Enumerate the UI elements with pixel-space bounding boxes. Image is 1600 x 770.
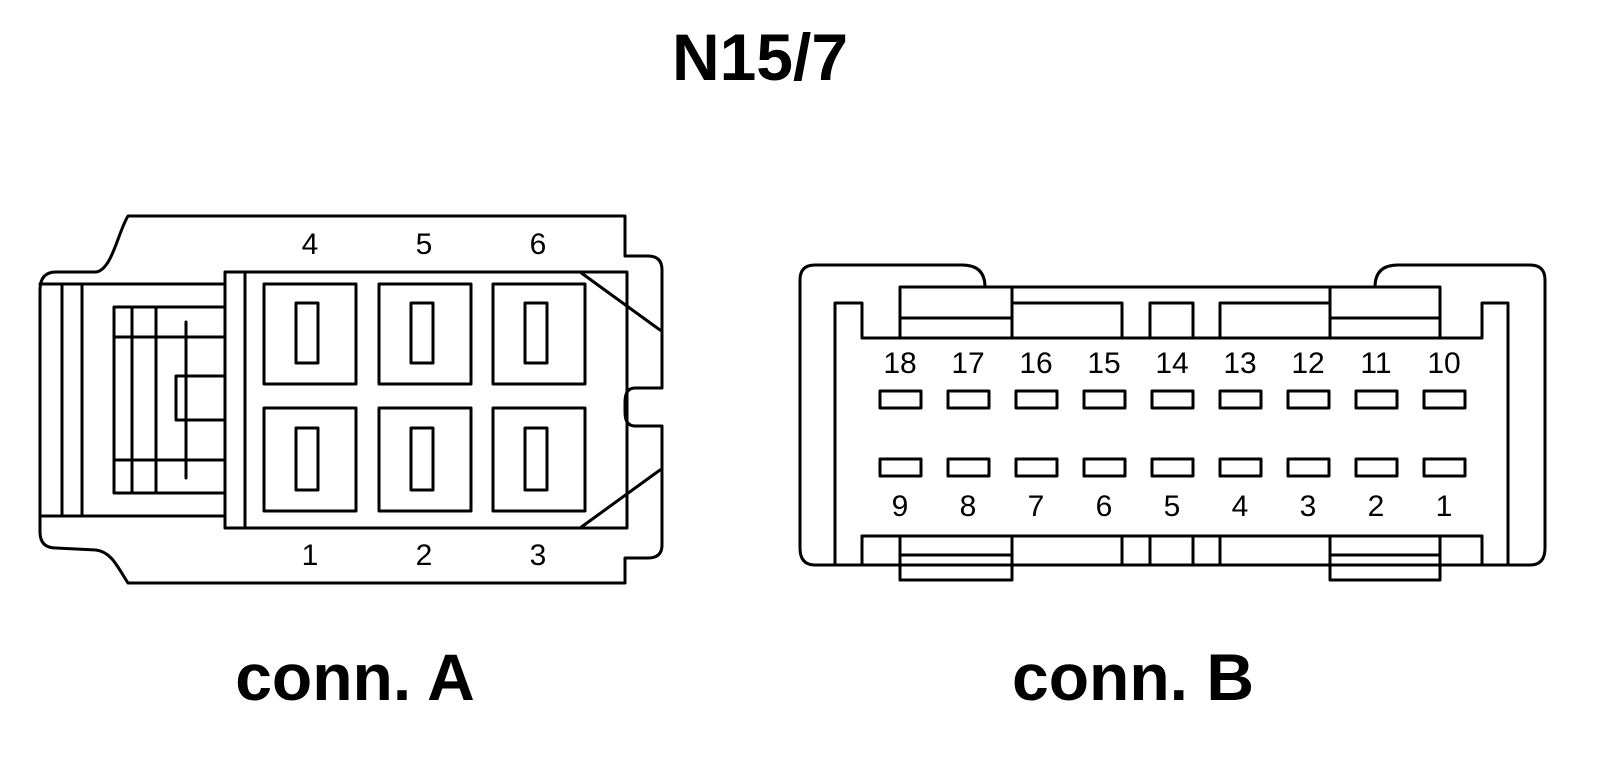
slot-b-2 [1354,457,1399,478]
slot-b-12 [1286,389,1331,410]
pin-label-b-10: 10 [1427,347,1460,380]
pin-label-b-11: 11 [1360,347,1391,380]
pin-label-b-7: 7 [1028,490,1045,523]
pin-label-b-5: 5 [1164,490,1181,523]
cavity-a-4 [262,282,358,386]
connector-b-inner-frame [833,301,1510,567]
connector-a-latch [112,305,227,495]
slot-b-4 [1218,457,1263,478]
slot-b-6 [1082,457,1127,478]
connector-b-key-top-right [1328,285,1442,340]
slot-b-5 [1150,457,1195,478]
slot-b-15 [1082,389,1127,410]
connector-b-caption: conn. B [1012,640,1254,714]
pin-label-b-6: 6 [1096,490,1113,523]
connector-a: 4 5 6 1 2 3 [38,214,664,585]
connector-a-chamfer-bottom [578,468,662,530]
slot-b-1 [1422,457,1467,478]
pin-label-b-18: 18 [883,347,916,380]
slot-b-10 [1422,389,1467,410]
cavity-a-2-slot [409,426,435,492]
slot-b-3 [1286,457,1331,478]
pin-label-b-4: 4 [1232,490,1249,523]
pin-label-a-1: 1 [302,539,319,572]
pin-label-b-17: 17 [951,347,984,380]
connector-a-chamfer-top [578,270,662,332]
pin-label-b-1: 1 [1436,490,1453,523]
connector-b-key-bottom-left [898,534,1014,582]
connector-a-cavities [262,282,587,513]
connector-a-housing [38,214,664,585]
cavity-a-3 [491,406,587,513]
cavity-a-3-slot [523,426,549,492]
cavity-a-1 [262,406,358,513]
cavity-a-5 [377,282,473,386]
slot-b-16 [1014,389,1059,410]
slot-b-14 [1150,389,1195,410]
cavity-a-6 [491,282,587,386]
pin-label-a-6: 6 [530,228,547,261]
cavity-a-6-slot [523,301,549,365]
pin-label-b-9: 9 [892,490,909,523]
cavity-a-5-slot [409,301,435,365]
pin-label-b-14: 14 [1155,347,1188,380]
slot-b-9 [878,457,923,478]
slot-b-11 [1354,389,1399,410]
pin-label-b-15: 15 [1087,347,1120,380]
slot-b-17 [946,389,991,410]
cavity-a-1-slot [294,426,320,492]
pin-label-b-3: 3 [1300,490,1317,523]
pin-label-b-8: 8 [960,490,977,523]
connector-b: 18 17 16 15 14 13 12 11 10 9 8 7 6 5 4 3… [798,263,1547,582]
pin-label-a-2: 2 [416,539,433,572]
slot-b-8 [946,457,991,478]
connector-a-caption: conn. A [235,640,475,714]
slot-b-7 [1014,457,1059,478]
pin-label-a-5: 5 [416,228,433,261]
connector-b-slots-top [878,389,1467,410]
pin-label-a-4: 4 [302,228,319,261]
connector-b-key-bottom-right [1328,534,1442,582]
cavity-a-2 [377,406,473,513]
pin-label-b-2: 2 [1368,490,1385,523]
pin-label-b-12: 12 [1291,347,1324,380]
connector-b-key-top-left [898,285,1014,340]
connector-b-key-bottom-center [1148,534,1195,567]
diagram-title: N15/7 [672,20,848,94]
slot-b-13 [1218,389,1263,410]
pin-label-b-16: 16 [1019,347,1052,380]
cavity-a-4-slot [294,301,320,365]
connector-b-key-top-center [1148,301,1195,340]
slot-b-18 [878,389,923,410]
pin-label-b-13: 13 [1223,347,1256,380]
pin-label-a-3: 3 [530,539,547,572]
connector-b-slots-bottom [878,457,1467,478]
